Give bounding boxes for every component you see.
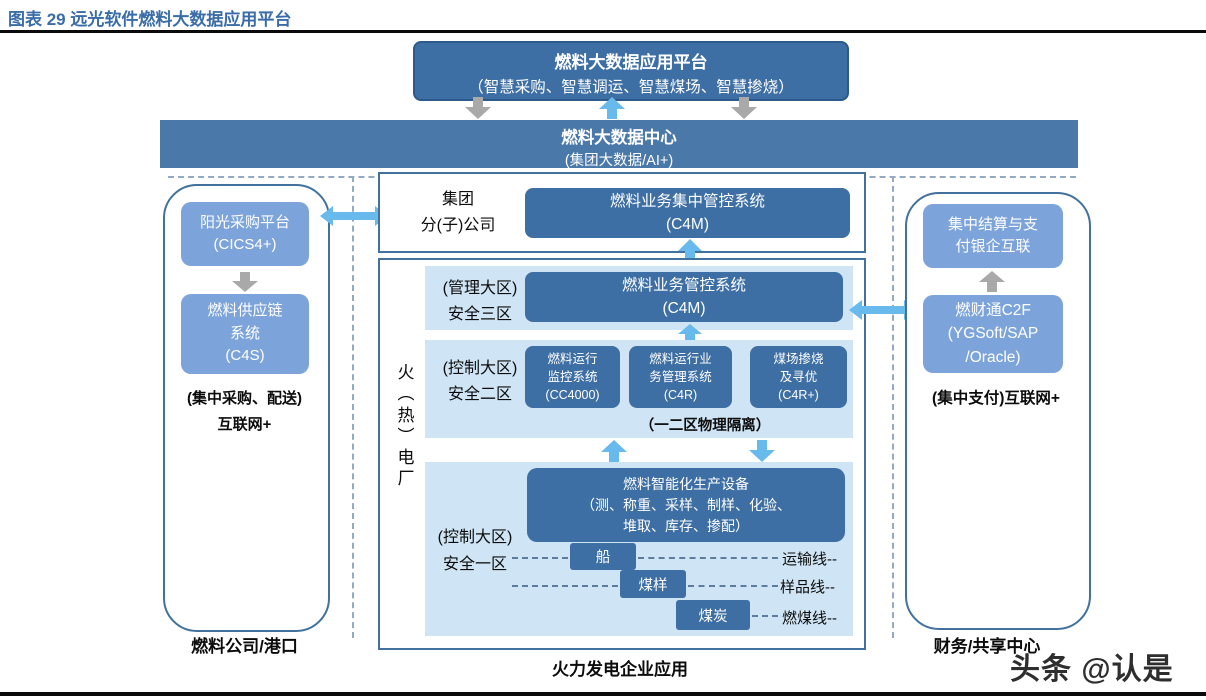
watermark: 头条 @认是 [1010, 653, 1174, 686]
blue-up-arrow-icon [599, 97, 625, 119]
flow-dash [688, 585, 778, 587]
transport-line-label: 运输线-- [782, 551, 837, 568]
gray-down-arrow-icon [731, 97, 757, 119]
plant-footer-label: 火力发电企业应用 [552, 660, 688, 679]
fuel-operation-monitoring-box: 燃料运行 监控系统 (CC4000) [525, 346, 620, 408]
gray-down-arrow-icon [232, 272, 258, 292]
fuel-business-control-system-box: 燃料业务管控系统 (C4M) [525, 272, 843, 322]
right-panel-footer-label: 财务/共享中心 [933, 637, 1041, 656]
intelligent-production-equipment-box: 燃料智能化生产设备 （测、称重、采样、制样、化验、 堆取、库存、掺配） [527, 468, 845, 542]
data-center-bar: 燃料大数据中心 (集团大数据/AI+) [160, 120, 1078, 169]
right-dashed-divider [892, 176, 894, 638]
flow-dash [512, 585, 618, 587]
coal-yard-blending-box: 煤场掺烧 及寻优 (C4R+) [750, 346, 847, 408]
flow-dash [512, 557, 568, 559]
coal-sample-box: 煤样 [620, 570, 686, 598]
bottom-divider [0, 692, 1206, 696]
left-double-arrow-icon [320, 203, 388, 229]
group-company-label: 集团 分(子)公司 [420, 191, 496, 235]
c2f-finance-box: 燃财通C2F (YGSoft/SAP /Oracle) [923, 295, 1063, 373]
zone1-label: (控制大区) 安全一区 [437, 529, 513, 574]
left-panel-footer-label: 燃料公司/港口 [191, 637, 298, 656]
platform-subtitle: （智慧采购、智慧调运、智慧煤场、智慧掺烧） [468, 79, 794, 96]
coal-box: 煤炭 [676, 600, 750, 630]
isolation-note: （一二区物理隔离） [639, 418, 771, 434]
flow-dash [638, 557, 778, 559]
ship-box: 船 [570, 543, 636, 570]
platform-title: 燃料大数据应用平台 [554, 53, 708, 72]
data-center-subtitle: (集团大数据/AI+) [564, 153, 674, 169]
sunshine-procurement-box: 阳光采购平台 (CICS4+) [181, 202, 309, 266]
left-panel-note: (集中采购、配送) 互联网+ [187, 390, 302, 433]
top-divider [0, 30, 1206, 33]
sample-line-label: 样品线-- [780, 579, 835, 596]
data-center-title: 燃料大数据中心 [561, 129, 677, 147]
zone2-label: (控制大区) 安全二区 [442, 360, 518, 403]
flow-dash [752, 615, 778, 617]
gray-down-arrow-icon [465, 97, 491, 119]
blue-down-arrow-icon [749, 440, 775, 462]
gray-up-arrow-icon [979, 271, 1005, 292]
right-double-arrow-icon [849, 297, 917, 323]
settlement-payment-box: 集中结算与支 付银企互联 [923, 204, 1063, 268]
power-plant-side-label: 火 ︵ 热 ︶ 电 厂 [397, 363, 415, 489]
platform-box: 燃料大数据应用平台 （智慧采购、智慧调运、智慧煤场、智慧掺烧） [413, 41, 849, 101]
blue-up-arrow-icon [601, 440, 627, 462]
central-fuel-control-system-box: 燃料业务集中管控系统 (C4M) [525, 188, 850, 238]
fuel-supply-chain-box: 燃料供应链 系统 (C4S) [181, 294, 309, 374]
figure-title: 图表 29 远光软件燃料大数据应用平台 [8, 10, 292, 29]
right-panel-note: (集中支付)互联网+ [932, 390, 1060, 407]
fuel-operation-management-box: 燃料运行业 务管理系统 (C4R) [629, 346, 732, 408]
fuel-coal-line-label: 燃煤线-- [782, 610, 837, 627]
zone3-label: (管理大区) 安全三区 [442, 280, 518, 323]
left-dashed-divider [352, 176, 354, 638]
